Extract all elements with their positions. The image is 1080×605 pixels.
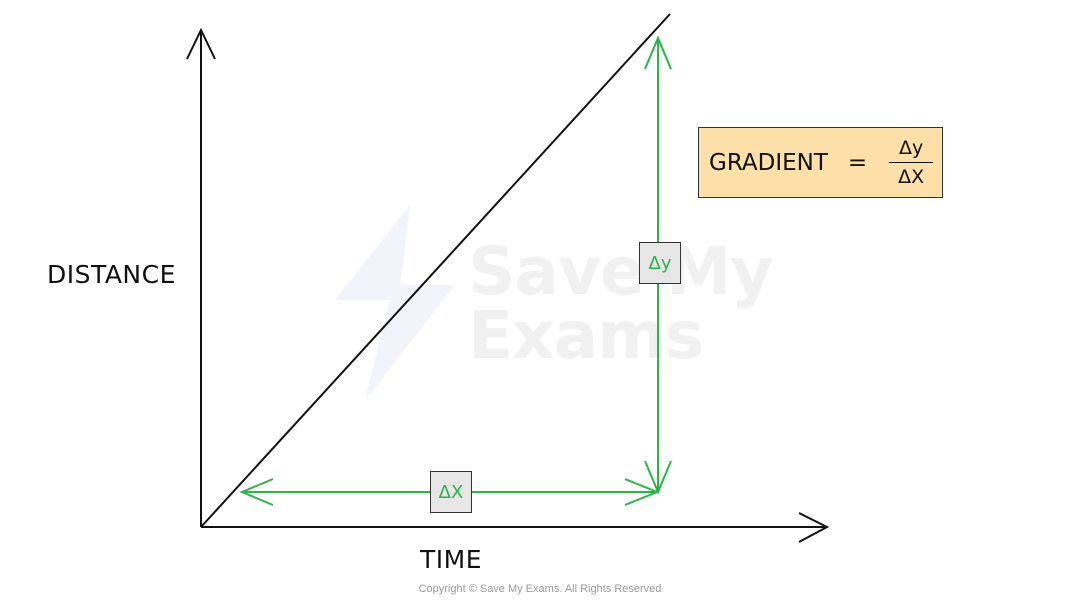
delta-y-label: Δy xyxy=(648,252,672,274)
formula-equals-sign: = xyxy=(847,149,868,176)
copyright-notice: Copyright © Save My Exams. All Rights Re… xyxy=(418,583,662,595)
y-axis-arrowhead xyxy=(186,27,216,60)
watermark-line-2: Exams xyxy=(468,297,704,374)
gradient-formula-box: GRADIENT = Δy ΔX xyxy=(698,127,943,198)
distance-time-line xyxy=(200,13,671,528)
watermark-line-1: Save My xyxy=(468,233,774,310)
delta-x-label: ΔX xyxy=(438,481,464,503)
formula-lhs: GRADIENT xyxy=(709,149,828,176)
delta-y-label-box: Δy xyxy=(639,242,681,284)
formula-denominator: ΔX xyxy=(898,166,925,189)
watermark-text: Save My Exams xyxy=(468,233,774,374)
y-axis-label: DISTANCE xyxy=(47,260,176,289)
formula-fraction: Δy ΔX xyxy=(889,136,934,189)
delta-y-arrowhead-bottom xyxy=(644,460,672,495)
formula-fraction-bar xyxy=(889,161,934,164)
x-axis-arrowhead xyxy=(798,512,830,543)
delta-x-arrowhead-left xyxy=(239,478,274,506)
x-axis-label: TIME xyxy=(420,545,483,574)
formula-numerator: Δy xyxy=(899,136,924,159)
delta-y-arrowhead-top xyxy=(644,35,672,70)
watermark-logo-icon xyxy=(335,205,455,400)
delta-x-label-box: ΔX xyxy=(430,471,472,513)
